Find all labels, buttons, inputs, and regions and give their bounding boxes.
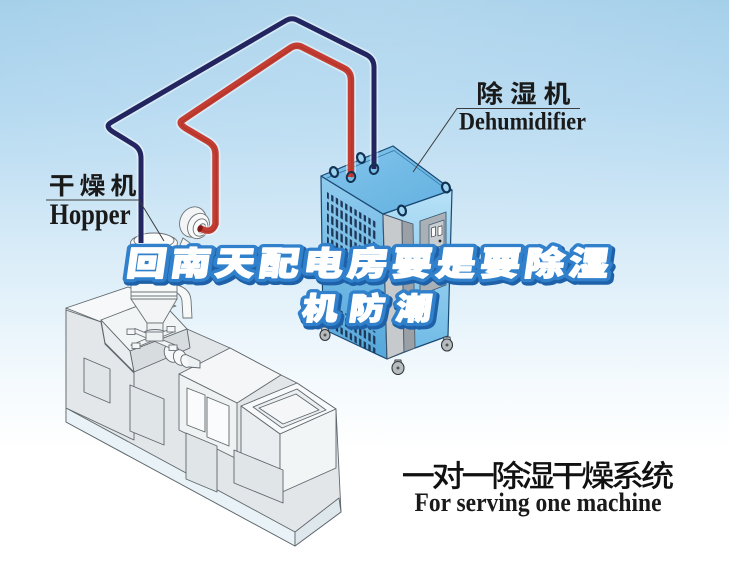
svg-text:Dehumidifier: Dehumidifier [459, 109, 586, 136]
svg-text:Hopper: Hopper [50, 198, 131, 231]
svg-text:For serving one machine: For serving one machine [415, 488, 662, 517]
